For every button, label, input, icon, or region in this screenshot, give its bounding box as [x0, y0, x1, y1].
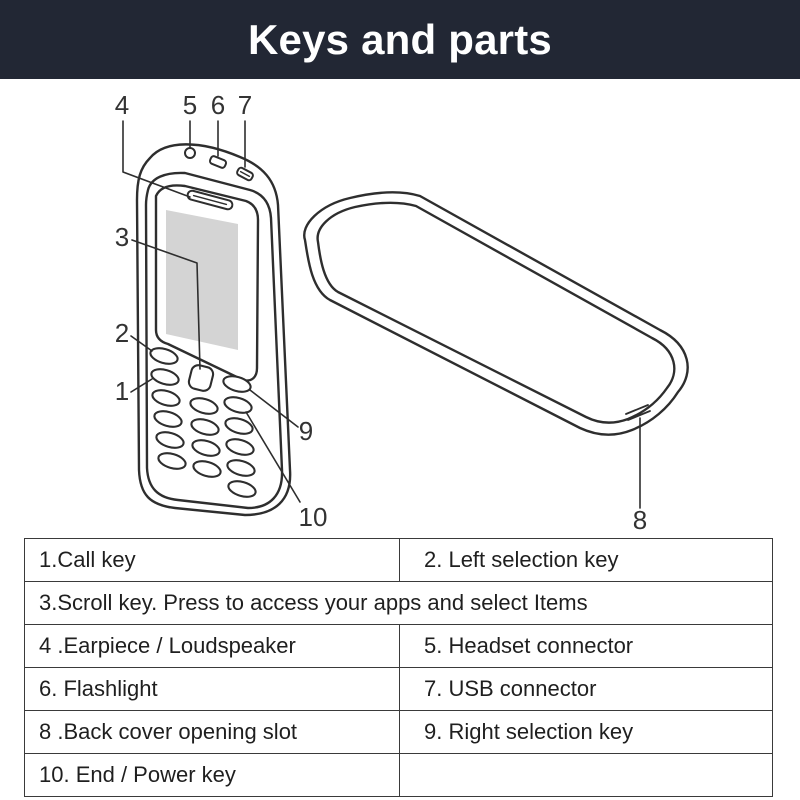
parts-cell: 10. End / Power key	[24, 753, 400, 797]
keypad-key	[192, 460, 222, 478]
callout-label-10: 10	[299, 502, 328, 532]
keypad-key	[226, 459, 256, 477]
phone-front-face	[144, 171, 284, 510]
screen-frame	[154, 184, 260, 382]
parts-cell: 1.Call key	[24, 538, 400, 582]
callout-label-9: 9	[299, 416, 313, 446]
empty-cell	[399, 753, 773, 797]
keypad-key	[191, 439, 221, 457]
leader-lines	[122, 120, 641, 509]
keypad-key	[189, 397, 219, 415]
table-row: 6. Flashlight 7. USB connector	[24, 667, 773, 711]
keypad-key	[224, 417, 254, 435]
leader-line-1	[130, 378, 153, 393]
left-selection-key	[149, 347, 179, 365]
callout-label-4: 4	[115, 90, 129, 120]
title-banner: Keys and parts	[0, 0, 800, 79]
table-row: 3.Scroll key. Press to access your apps …	[24, 581, 773, 625]
table-row: 1.Call key 2. Left selection key	[24, 538, 773, 582]
phone-illustration	[135, 143, 292, 517]
parts-cell: 7. USB connector	[399, 667, 773, 711]
table-row: 4 .Earpiece / Loudspeaker 5. Headset con…	[24, 624, 773, 668]
keypad-key	[151, 389, 181, 407]
leader-line-3	[131, 239, 201, 370]
table-row: 8 .Back cover opening slot 9. Right sele…	[24, 710, 773, 754]
parts-cell: 5. Headset connector	[399, 624, 773, 668]
callout-label-5: 5	[183, 90, 197, 120]
leader-line-2	[130, 335, 153, 352]
table-row: 10. End / Power key	[24, 753, 773, 797]
phone-screen	[166, 210, 238, 350]
end-power-key	[223, 396, 253, 414]
page-title: Keys and parts	[248, 15, 552, 63]
back-cover-illustration	[303, 191, 689, 436]
keypad-key	[153, 410, 183, 428]
callout-label-8: 8	[633, 505, 647, 535]
back-cover-rim	[316, 201, 676, 424]
callout-label-1: 1	[115, 376, 129, 406]
parts-cell: 9. Right selection key	[399, 710, 773, 754]
back-cover-outline	[303, 191, 689, 436]
parts-cell: 8 .Back cover opening slot	[24, 710, 400, 754]
parts-cell: 2. Left selection key	[399, 538, 773, 582]
usb-connector	[236, 166, 254, 182]
headset-connector	[184, 147, 196, 159]
parts-cell: 4 .Earpiece / Loudspeaker	[24, 624, 400, 668]
cover-opening-slot	[625, 404, 651, 421]
keypad	[149, 347, 257, 498]
leader-line-9	[249, 389, 299, 428]
call-key	[150, 368, 180, 386]
keypad-key	[225, 438, 255, 456]
earpiece	[186, 189, 234, 211]
leader-line-10	[245, 411, 301, 503]
callout-label-3: 3	[115, 222, 129, 252]
keypad-key	[190, 418, 220, 436]
parts-cell: 6. Flashlight	[24, 667, 400, 711]
parts-cell: 3.Scroll key. Press to access your apps …	[24, 581, 773, 625]
scroll-key	[187, 364, 215, 392]
callout-label-6: 6	[211, 90, 225, 120]
callout-label-7: 7	[238, 90, 252, 120]
flashlight	[208, 155, 228, 169]
leader-line-4	[122, 120, 191, 198]
parts-table: 1.Call key 2. Left selection key 3.Scrol…	[24, 538, 773, 797]
callout-labels: 1 2 3 4 5 6 7 8 9 10	[115, 90, 647, 535]
keypad-key	[157, 452, 187, 470]
keypad-key	[227, 480, 257, 498]
keypad-key	[155, 431, 185, 449]
right-selection-key	[222, 375, 252, 393]
callout-label-2: 2	[115, 318, 129, 348]
parts-diagram: 1 2 3 4 5 6 7 8 9 10	[115, 90, 689, 535]
